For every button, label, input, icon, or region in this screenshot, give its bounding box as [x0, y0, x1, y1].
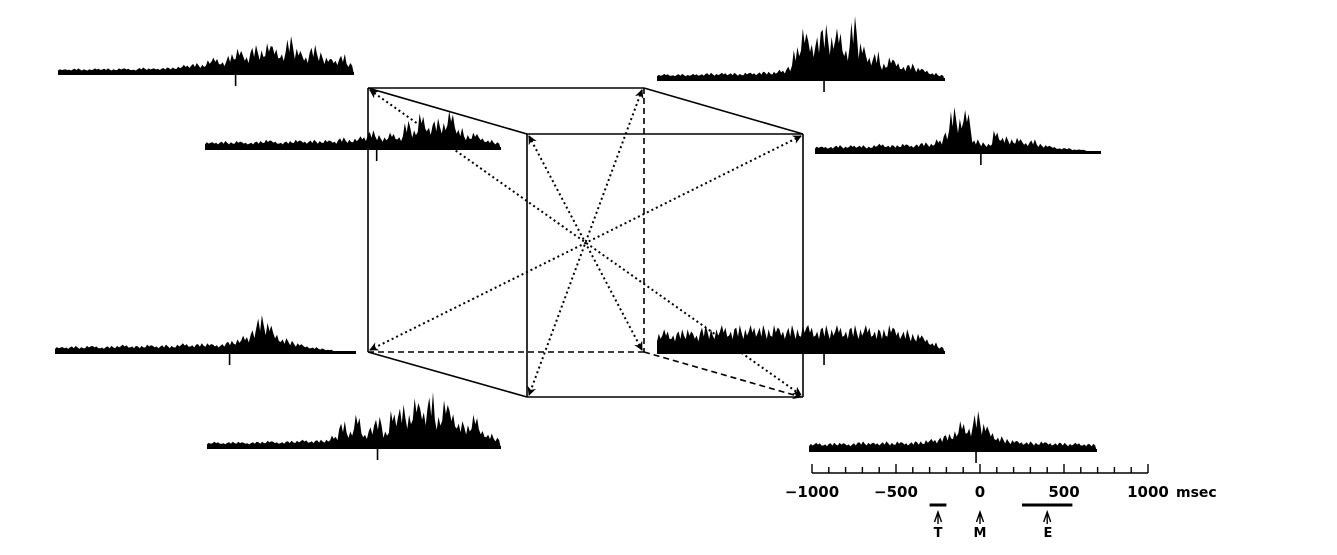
axis-unit-label: msec: [1176, 485, 1217, 501]
histogram-baseline: [205, 147, 501, 150]
histogram-bars: [815, 107, 1101, 154]
tick-label: −500: [874, 483, 918, 501]
histogram: [815, 107, 1101, 165]
histogram-baseline: [207, 446, 501, 449]
event-markers: T M E: [929, 503, 1073, 541]
histogram: [657, 325, 945, 365]
cube-hidden-edge: [643, 351, 802, 400]
diagonal-arrow: [528, 135, 643, 351]
histogram-bars: [809, 411, 1097, 452]
histogram-baseline: [657, 351, 945, 354]
event-label-t: T: [934, 526, 943, 541]
tick-label: 500: [1048, 483, 1079, 501]
event-arrow: [1043, 509, 1052, 524]
cube-edge: [367, 351, 528, 398]
axis-ticks: [811, 464, 1149, 473]
histogram-bars: [58, 36, 354, 75]
histogram-bars: [55, 315, 356, 354]
histogram: [657, 16, 945, 92]
histogram: [809, 411, 1097, 463]
histogram-baseline: [55, 351, 356, 354]
event-arrow: [975, 509, 985, 524]
histogram: [55, 315, 356, 365]
event-arrow: [933, 509, 943, 524]
tick-label: 1000: [1127, 483, 1169, 501]
tick-label: −1000: [785, 483, 839, 501]
time-axis: −1000 −500 0 500 1000 msec: [785, 464, 1217, 501]
cube-edge: [643, 87, 804, 135]
histogram-baseline: [815, 151, 1101, 154]
histogram-baseline: [58, 72, 354, 75]
histogram: [58, 36, 354, 86]
histogram-baseline: [657, 78, 945, 81]
histogram-bars: [207, 392, 501, 449]
histogram-bars: [657, 325, 945, 354]
event-label-e: E: [1044, 526, 1053, 541]
histogram: [207, 392, 501, 460]
histogram: [205, 111, 501, 161]
histogram-bars: [657, 16, 945, 81]
histogram-bars: [205, 111, 501, 150]
event-label-m: M: [974, 526, 987, 541]
histogram-baseline: [809, 449, 1097, 452]
tick-label: 0: [975, 483, 985, 501]
